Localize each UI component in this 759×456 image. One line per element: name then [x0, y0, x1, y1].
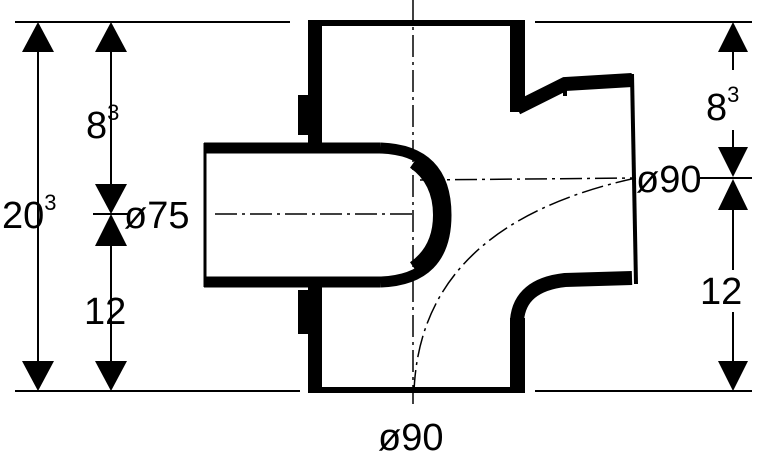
left-upper-dimension — [95, 22, 127, 214]
left-lower-dimension — [95, 214, 127, 391]
branch-axis-centerline — [419, 177, 637, 181]
bend-arc-centerline — [413, 177, 637, 393]
left-total-dimension-label: 203 — [2, 190, 57, 237]
branch-diameter-label: ø90 — [636, 159, 701, 201]
extension-lines — [15, 21, 752, 392]
center-lines — [215, 0, 637, 404]
main-bottom-edge — [308, 387, 525, 393]
arrowhead-down — [22, 361, 54, 391]
main-right-wall-lower — [510, 318, 525, 390]
branch-top-wall — [513, 73, 633, 115]
left-lower-dimension-label: 12 — [84, 291, 126, 333]
branch-outlet — [510, 73, 638, 322]
inlet-bend-inner — [409, 156, 448, 274]
seal-ridges-upper — [298, 95, 308, 135]
side-inlet — [203, 142, 452, 288]
arrowhead-down — [718, 361, 748, 391]
arrowhead-down — [95, 361, 127, 391]
right-lower-dimension — [718, 179, 748, 391]
main-right-wall-upper — [510, 24, 525, 112]
arrowhead-up — [22, 22, 54, 52]
arrowhead-up — [95, 214, 127, 246]
main-top-edge — [308, 20, 525, 26]
fitting-body — [298, 20, 525, 393]
arrowhead-up — [718, 22, 748, 52]
bottom-diameter-label: ø90 — [378, 417, 443, 456]
seal-ridges-lower — [298, 290, 308, 334]
right-upper-dimension-label: 83 — [706, 82, 739, 129]
branch-bottom-wall — [510, 271, 633, 322]
inlet-diameter-label: ø75 — [124, 195, 189, 237]
right-upper-dimension — [718, 22, 748, 177]
arrowhead-up — [95, 22, 127, 52]
arrowhead-down — [95, 184, 127, 214]
main-left-wall-lower — [308, 282, 322, 392]
left-upper-dimension-label: 83 — [86, 100, 119, 147]
right-lower-dimension-label: 12 — [700, 271, 742, 313]
main-left-wall-upper — [308, 24, 322, 146]
left-total-dimension — [22, 22, 54, 391]
arrowhead-down — [718, 147, 748, 177]
arrowhead-up — [718, 179, 748, 210]
